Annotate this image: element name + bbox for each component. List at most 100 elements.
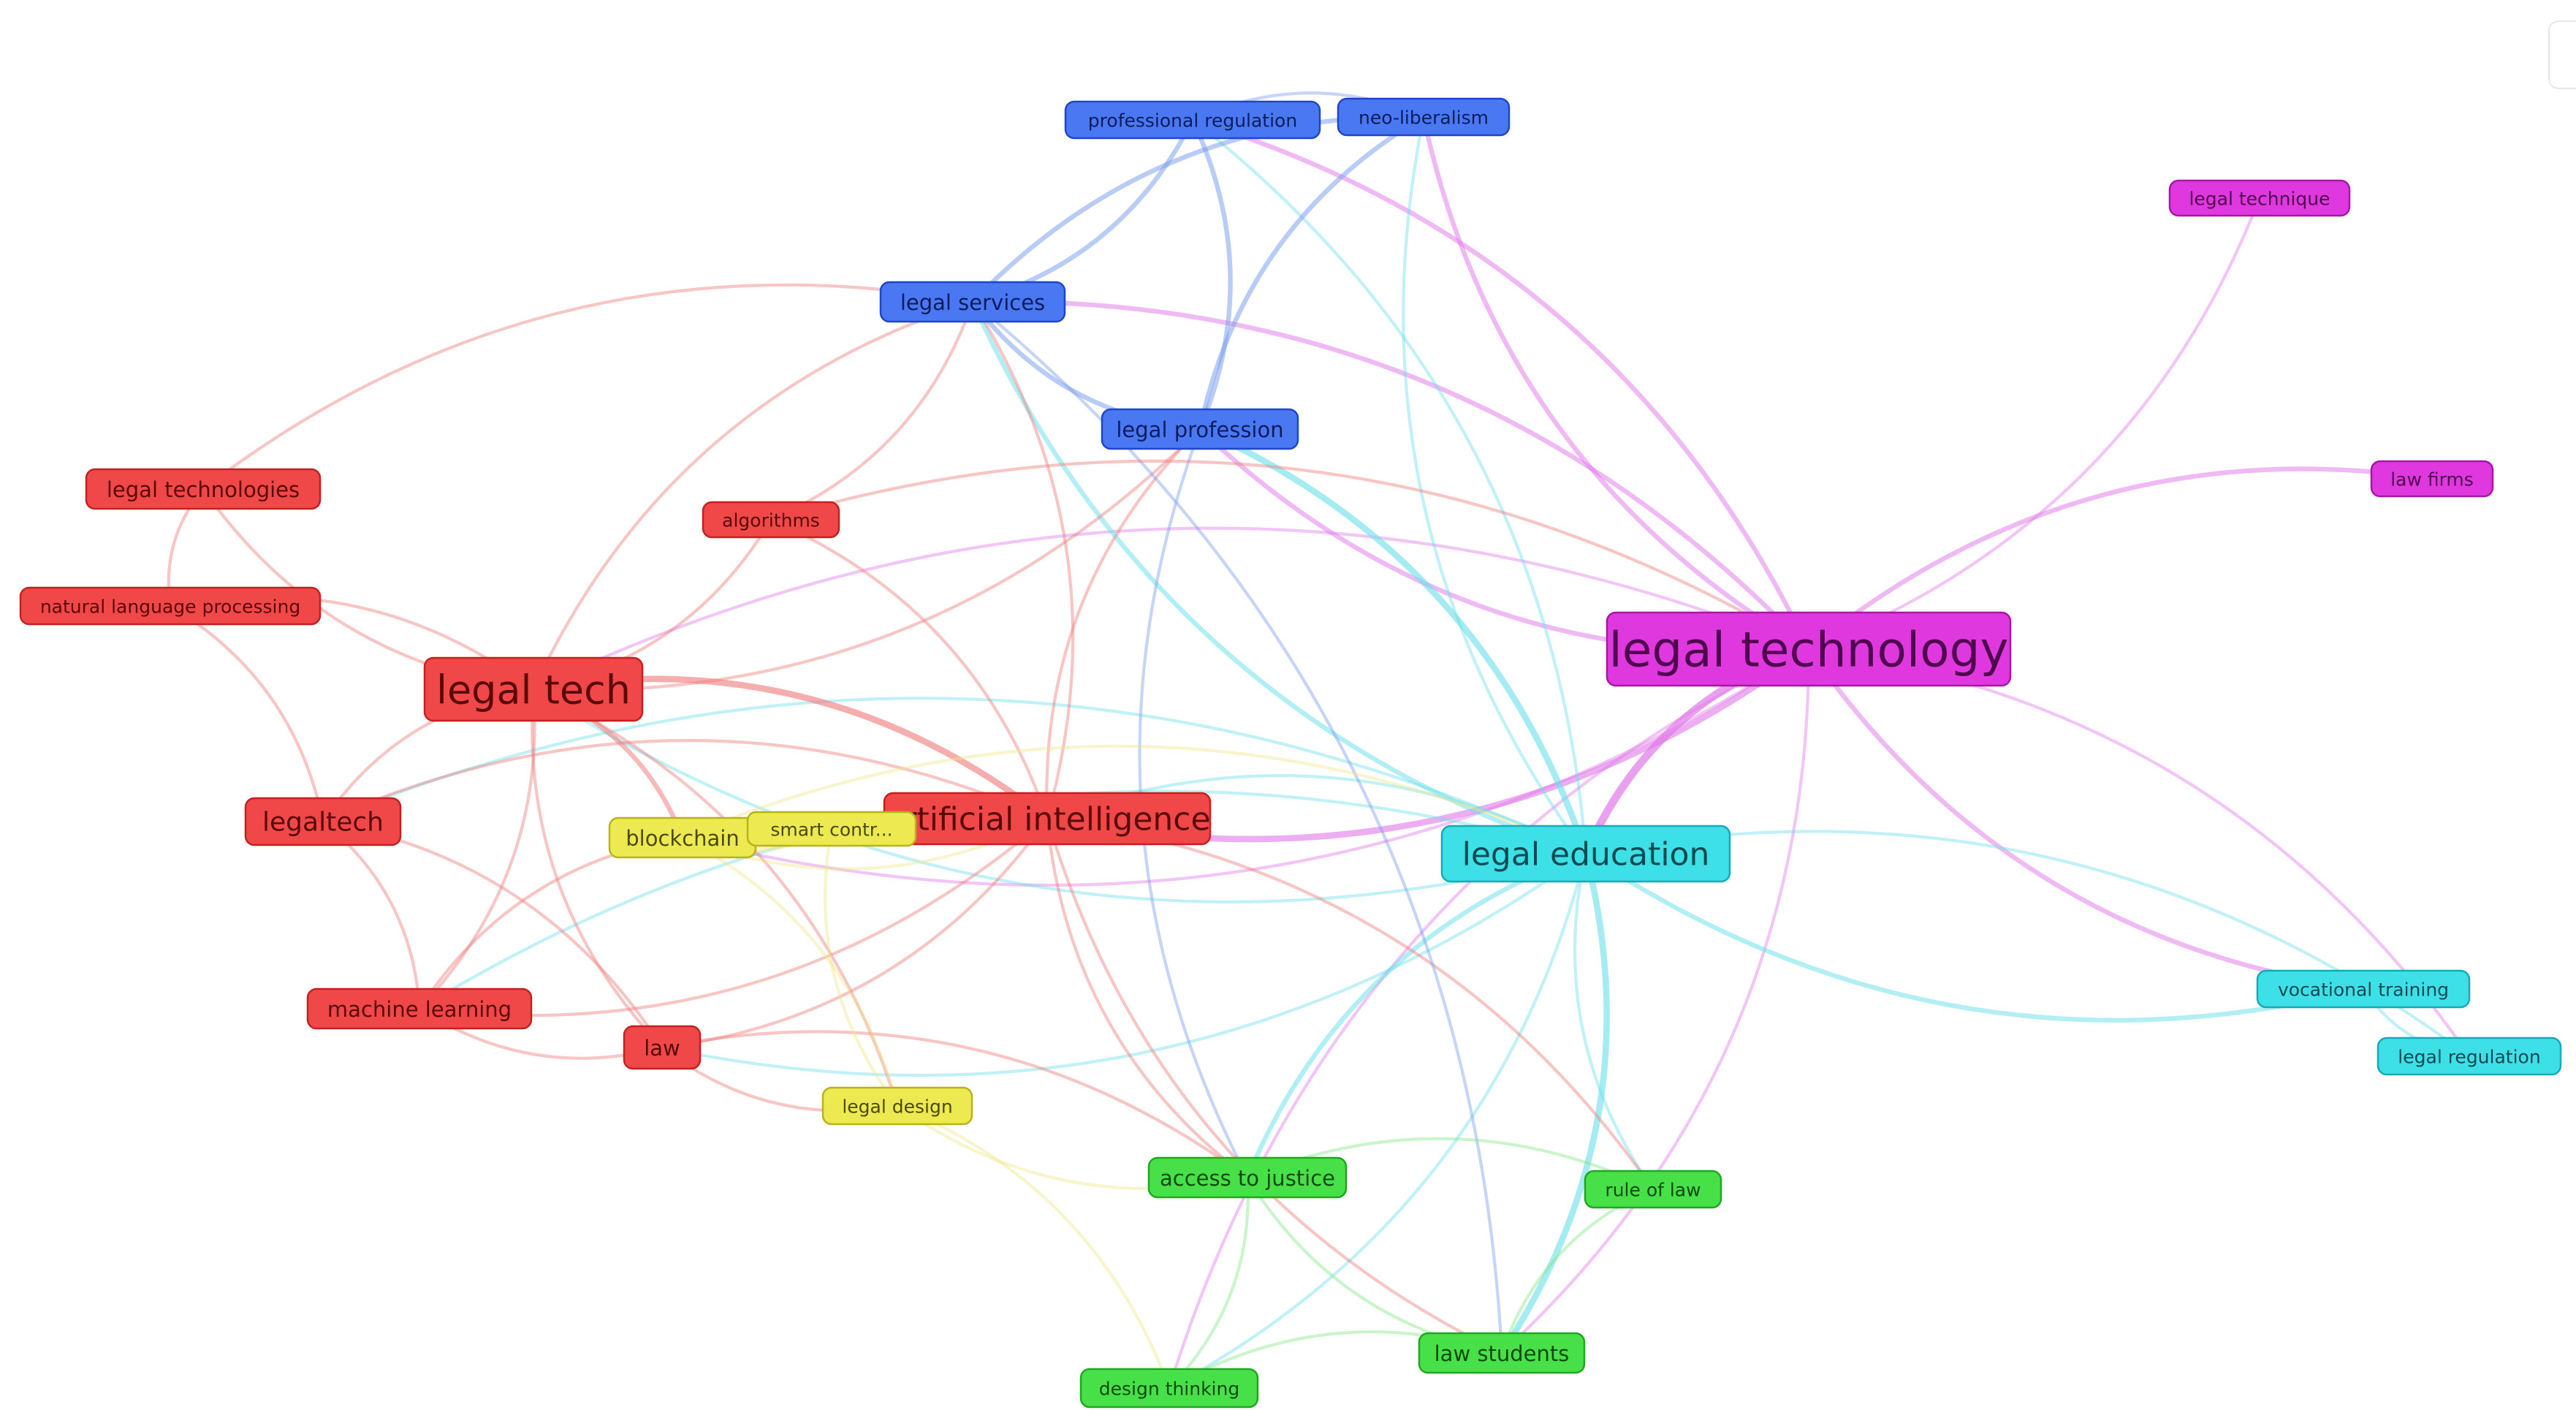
node-box [19,586,322,626]
node-label: design thinking [1099,1379,1239,1400]
link-legal-education-professional-regulation [1190,118,1588,856]
link-law-access-to-justice [660,1030,1250,1180]
node-box [1440,825,1731,883]
node-law-students[interactable]: law students [1418,1332,1586,1374]
node-label: law [644,1036,680,1061]
link-legal-education-design-thinking [1167,852,1588,1390]
link-access-to-justice-law-students [1245,1175,1504,1355]
link-legal-technology-legal-tech [531,526,1811,691]
node-box [1147,1156,1348,1199]
node-legal-profession[interactable]: legal profession [1101,408,1299,450]
link-legal-education-rule-of-law [1573,852,1655,1191]
node-law-firms[interactable]: law firms [2370,460,2494,498]
node-label: blockchain [626,826,739,851]
node-legal-regulation[interactable]: legal regulation [2376,1036,2562,1076]
link-law-students-rule-of-law [1500,1187,1655,1355]
link-blockchain-legal-design [680,835,900,1108]
link-legal-education-neo-liberalism [1402,115,1588,856]
node-natural-language-processing[interactable]: natural language processing [19,586,322,626]
node-label: legal technique [2189,189,2330,210]
node-label: legal design [842,1096,952,1118]
link-access-to-justice-design-thinking [1167,1175,1250,1390]
node-legaltech[interactable]: legaltech [244,797,402,846]
network-nodes: legal technology legal tech artificial int… [19,97,2562,1409]
node-box [2256,969,2471,1009]
node-machine-learning[interactable]: machine learning [306,988,533,1030]
node-box [702,501,840,539]
link-smart-contracts-legal-design [824,827,900,1108]
link-artificial-intelligence-access-to-justice [1045,816,1250,1180]
node-legal-technologies[interactable]: legal technologies [85,468,322,510]
node-box [746,811,917,847]
node-label: access to justice [1160,1166,1335,1191]
link-legal-tech-legal-profession [531,427,1202,692]
node-legal-design[interactable]: legal design [821,1086,973,1126]
node-label: legal services [900,290,1045,315]
node-smart-contracts[interactable]: smart contr... [746,811,917,847]
node-box [423,656,644,722]
node-box [85,468,322,510]
node-box [2168,179,2351,217]
node-box [244,797,402,846]
link-legal-education-legal-tech [531,687,1588,903]
link-legal-profession-professional-regulation [1190,117,1233,432]
node-label: legal technology [1608,622,2008,678]
link-legal-tech-legal-design [531,687,900,1108]
node-law[interactable]: law [623,1025,702,1070]
node-access-to-justice[interactable]: access to justice [1147,1156,1348,1199]
node-box [306,988,533,1030]
node-legal-technology[interactable]: legal technology [1606,611,2012,687]
node-artificial-intelligence[interactable]: artificial intelligence [883,792,1212,846]
node-professional-regulation[interactable]: professional regulation [1064,100,1321,140]
node-box [623,1025,702,1070]
node-box [1606,611,2012,687]
node-vocational-training[interactable]: vocational training [2256,969,2471,1009]
link-artificial-intelligence-law-students [1045,816,1504,1355]
node-label: machine learning [327,997,512,1022]
panel-toggle-tab[interactable] [2548,20,2576,89]
node-label: legal tech [436,667,631,713]
node-design-thinking[interactable]: design thinking [1079,1368,1259,1409]
link-legal-education-law-students [1498,850,1610,1357]
node-legal-education[interactable]: legal education [1440,825,1731,883]
link-legal-tech-law [531,687,664,1050]
node-box [1418,1332,1586,1374]
link-legal-technologies-legal-services [201,283,975,491]
node-blockchain[interactable]: blockchain [608,816,757,859]
node-label: legaltech [262,808,384,838]
link-blockchain-legal-education [680,744,1588,856]
node-rule-of-law[interactable]: rule of law [1584,1170,1722,1209]
node-box [1101,408,1299,450]
link-legaltech-machine-learning [321,819,422,1011]
link-algorithms-legal-services [769,300,975,522]
link-legal-technology-legal-services [970,299,1812,652]
node-label: legal profession [1116,417,1283,442]
link-legal-technology-design-thinking [1167,647,1811,1390]
link-legal-tech-legal-services [531,300,975,691]
link-artificial-intelligence-algorithms [769,518,1049,821]
link-legal-education-law [660,852,1588,1077]
node-label: legal regulation [2398,1047,2540,1068]
node-label: professional regulation [1088,110,1297,132]
node-legal-services[interactable]: legal services [879,281,1066,323]
node-label: natural language processing [40,596,300,618]
link-artificial-intelligence-legal-services [970,300,1075,821]
node-label: legal technologies [107,477,300,502]
node-box [2376,1036,2562,1076]
node-legal-technique[interactable]: legal technique [2168,179,2351,217]
link-legal-education-legal-profession [1196,425,1589,857]
link-legal-technology-professional-regulation [1190,117,1812,652]
node-box [1337,97,1511,137]
node-neo-liberalism[interactable]: neo-liberalism [1337,97,1511,137]
node-algorithms[interactable]: algorithms [702,501,840,539]
node-box [2370,460,2494,498]
link-legal-tech-machine-learning [417,687,536,1011]
node-legal-tech[interactable]: legal tech [423,656,644,722]
link-legal-education-legaltech [321,697,1588,856]
node-label: smart contr... [770,819,892,841]
node-box [1584,1170,1722,1209]
node-box [1079,1368,1259,1409]
node-label: artificial intelligence [884,801,1210,838]
link-artificial-intelligence-legaltech [321,738,1049,824]
